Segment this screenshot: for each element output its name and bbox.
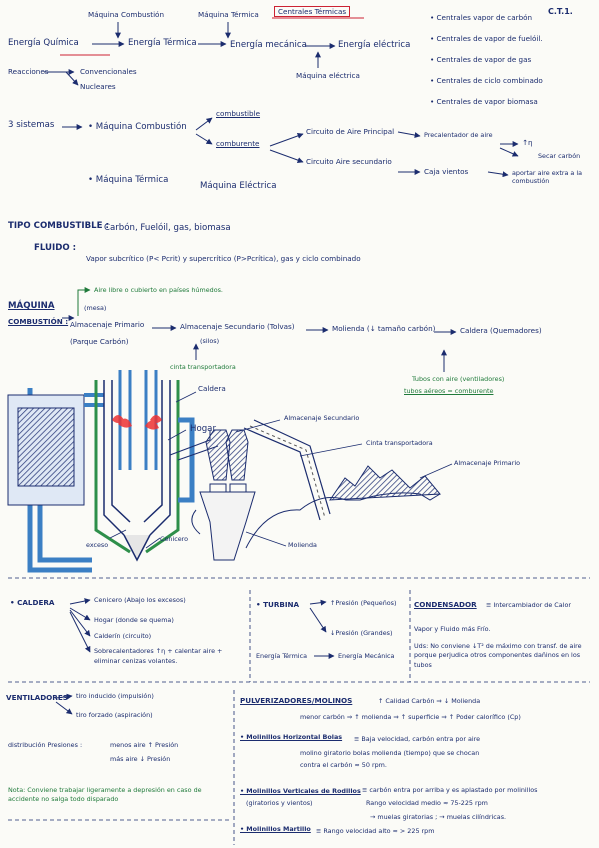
title-box: Centrales Térmicas <box>274 6 351 18</box>
sistemas-mt: • Máquina Térmica <box>88 175 169 185</box>
sistemas-aporte: aportar aire extra a la combustión <box>512 169 583 185</box>
diagram-cenicero: Cenicero <box>160 535 189 543</box>
caldera-line-4: Sobrecalentadores ↑η + calentar aire + e… <box>94 647 223 665</box>
sistemas-secar: Secar carbón <box>538 152 581 160</box>
maquina-note: Aire libre o cubierto en países húmedos. <box>94 286 223 294</box>
vent-title: VENTILADORES <box>6 693 68 702</box>
type-item: • Centrales de ciclo combinado <box>430 76 543 85</box>
fluido-values: Vapor subcrítico (P< Pcrit) y supercríti… <box>86 254 361 263</box>
sistemas-combustible: combustible <box>216 109 261 118</box>
maquina-parque: (Parque Carbón) <box>70 337 129 346</box>
diagram-exceso: exceso <box>86 541 109 549</box>
reactions-conv: Convencionales <box>80 67 137 76</box>
sistemas-mc: • Máquina Combustión <box>88 122 187 132</box>
maquina-mesa: (mesa) <box>84 304 107 312</box>
diagram-alm-prim: Almacenaje Primario <box>454 459 521 467</box>
caldera-line-3: Calderín (circuito) <box>94 632 152 640</box>
pulv-mart-d: ≡ Rango velocidad alto ≈ > 225 rpm <box>316 827 435 835</box>
sistemas-comburente: comburente <box>216 139 260 148</box>
pulv-bolas-d2: molino giratorio bolas molienda (tiempo)… <box>300 749 480 757</box>
tipo-combustible-values: Carbón, Fuelóil, gas, biomasa <box>104 223 231 233</box>
sistemas-up-n: ↑η <box>522 138 533 147</box>
pulv-mart: • Molinillos Martillo <box>240 825 311 833</box>
maquina-alm2: Almacenaje Secundario (Tolvas) <box>180 322 295 331</box>
pulv-vert: • Molinillos Verticales de Rodillos <box>240 787 361 795</box>
chain-mc-label: Máquina Combustión <box>88 10 165 19</box>
maquina-cinta: cinta transportadora <box>170 363 236 371</box>
pulv-bolas-d3: contra el carbón ≈ 50 rpm. <box>300 761 387 769</box>
pulv-bolas: • Molinillos Horizontal Bolas <box>240 733 343 741</box>
type-item: • Centrales de vapor de gas <box>430 55 532 64</box>
fluido-label: FLUIDO : <box>34 243 77 253</box>
type-item: • Centrales de vapor de fuelóil. <box>430 34 543 43</box>
sistemas-label: 3 sistemas <box>8 120 55 130</box>
turbina-up: ↑Presión (Pequeños) <box>330 599 397 607</box>
condensador-vapor: Vapor y Fluido más Frío. <box>414 625 491 633</box>
pulv-line-2: menor carbón ⇒ ↑ molienda ⇒ ↑ superficie… <box>300 713 521 721</box>
diagram-hogar: Hogar <box>190 424 216 434</box>
pulv-line-1: ↑ Calidad Carbón ⇒ ↓ Molienda <box>378 697 481 705</box>
chain-electrica: Energía eléctrica <box>338 40 411 50</box>
maquina-molienda: Molienda (↓ tamaño carbón) <box>332 324 436 333</box>
vent-menos: menos aire ↑ Presión <box>110 741 179 749</box>
condensador-uds: Uds: No conviene ↓T² de máximo con trans… <box>414 642 582 669</box>
maquina-tubos-2: tubos aéreos = comburente <box>404 387 494 395</box>
maquina-alm1: Almacenaje Primario <box>70 320 145 329</box>
maquina-tubos-1: Tubos con aire (ventiladores) <box>412 375 505 383</box>
caldera-title: • CALDERA <box>10 598 55 607</box>
turbina-em: Energía Mecánica <box>338 652 395 660</box>
diagram-alm-sec: Almacenaje Secundario <box>284 414 360 422</box>
maquina-silos: (silos) <box>200 337 220 345</box>
vent-ti: tiro inducido (impulsión) <box>76 692 154 700</box>
vent-dist: distribución Presiones : <box>8 741 83 749</box>
diagram-caldera: Caldera <box>198 384 226 393</box>
condensador-title: CONDENSADOR <box>414 600 477 609</box>
reactions-nuc: Nucleares <box>80 82 116 91</box>
caldera-line-2: Hogar (donde se quema) <box>94 616 174 624</box>
maquina-label-2: COMBUSTIÓN : <box>8 317 69 326</box>
reactions-label: Reacciones <box>8 67 49 76</box>
sistemas-aire-secundario: Circuito Aire secundario <box>306 157 392 166</box>
pulv-vert-d1: ≡ carbón entra por arriba y es aplastado… <box>362 786 538 794</box>
tipo-combustible-label: TIPO COMBUSTIBLE : <box>8 221 109 231</box>
diagram-molienda: Molienda <box>288 541 317 549</box>
turbina-down: ↓Presión (Grandes) <box>330 629 393 637</box>
chain-me-label: Máquina eléctrica <box>296 71 360 80</box>
vent-tf: tiro forzado (aspiración) <box>76 711 153 719</box>
chain-termica: Energía Térmica <box>128 38 197 48</box>
vent-mas: más aire ↓ Presión <box>110 755 171 763</box>
pulv-vert-sub: (giratorios y vientos) <box>246 799 313 807</box>
chain-mecanica: Energía mecánica <box>230 40 307 50</box>
page-code: C.T.1. <box>548 7 573 16</box>
sistemas-precalentador: Precalentador de aire <box>424 131 493 139</box>
diagram-cinta: Cinta transportadora <box>366 439 433 447</box>
pulv-bolas-d1: ≡ Baja velocidad, carbón entra por aire <box>354 735 481 743</box>
vent-nota: Nota: Conviene trabajar ligeramente a de… <box>8 786 202 804</box>
condensador-def: ≡ Intercambiador de Calor <box>486 601 571 609</box>
chain-quimica: Energía Química <box>8 38 79 48</box>
pulv-vert-d2: Rango velocidad medio ≈ 75-225 rpm <box>366 799 488 807</box>
turbina-title: • TURBINA <box>256 600 300 609</box>
sistemas-me: Máquina Eléctrica <box>200 181 277 191</box>
turbina-et: Energía Térmica <box>256 652 308 660</box>
sistemas-caja-vientos: Caja vientos <box>424 167 469 176</box>
caldera-line-1: Cenicero (Abajo los excesos) <box>94 596 186 604</box>
type-item: • Centrales de vapor biomasa <box>430 97 538 106</box>
pulv-vert-d3: → muelas giratorias ; → muelas cilíndric… <box>370 813 507 821</box>
maquina-label-1: MÁQUINA <box>8 301 55 311</box>
pulv-title: PULVERIZADORES/MOLINOS <box>240 696 353 705</box>
type-item: • Centrales vapor de carbón <box>430 13 533 22</box>
chain-mt-label: Máquina Térmica <box>198 10 259 19</box>
maquina-caldera: Caldera (Quemadores) <box>460 326 542 335</box>
sistemas-aire-principal: Circuito de Aire Principal <box>306 127 395 136</box>
